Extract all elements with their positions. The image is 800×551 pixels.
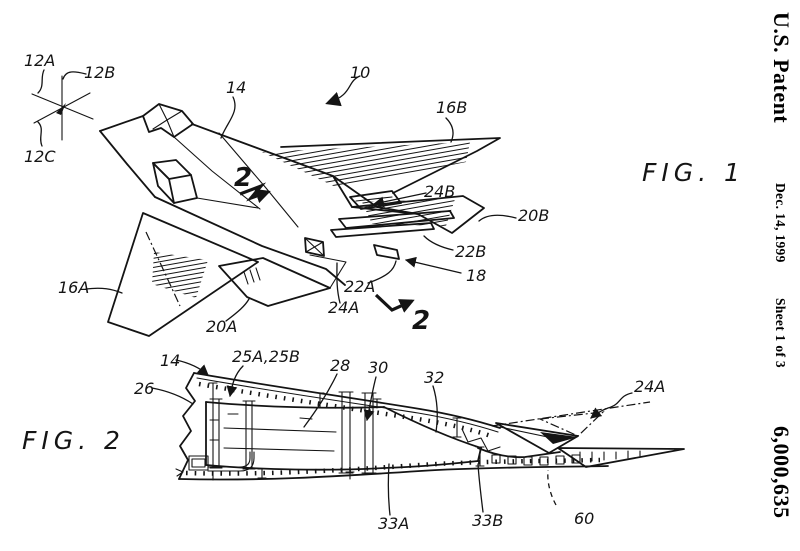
fig1-label-12A: 12A — [24, 51, 55, 70]
lower-skin — [178, 457, 609, 481]
fig1-label-24A: 24A — [328, 298, 359, 317]
fig2-leader-lines — [151, 359, 633, 516]
fig1-label-12B: 12B — [84, 63, 115, 82]
fig2-label-25AB: 25A,25B — [232, 347, 300, 366]
fig1-label-22B: 22B — [455, 242, 486, 261]
left-wing-hatching — [152, 252, 208, 298]
upper-skin — [193, 372, 501, 440]
wing-root-hatching — [262, 142, 470, 188]
tail-hatching — [362, 199, 455, 226]
fig1-label-10: 10 — [350, 63, 370, 82]
fig2-label-60: 60 — [574, 509, 594, 528]
patent-header-publication: U.S. Patent — [769, 12, 794, 124]
fig1-leader-lines — [85, 75, 517, 322]
fig1-label-12C: 12C — [24, 147, 56, 166]
break-line — [178, 372, 196, 480]
fig1-label-20B: 20B — [518, 206, 549, 225]
fig2-label-24A: 24A — [634, 377, 665, 396]
fig1-label-22A: 22A — [344, 277, 375, 296]
left-rear-flap — [218, 257, 331, 307]
fig1-caption: FIG. 1 — [642, 158, 745, 187]
fig1-label-18: 18 — [466, 266, 486, 285]
fig2-label-28: 28 — [330, 356, 350, 375]
bleed-pipe — [175, 451, 255, 477]
fig2-caption: FIG. 2 — [22, 426, 125, 455]
section-arrow-bottom — [374, 293, 415, 313]
fig1-label-16A: 16A — [58, 278, 89, 297]
fig1-label-20A: 20A — [206, 317, 237, 336]
fig1-label-16B: 16B — [436, 98, 467, 117]
fig1-aircraft-drawing: 12A 12B 12C 14 10 16B 24B 20B 22B 18 22A… — [24, 51, 745, 337]
fig2-label-33A: 33A — [378, 514, 409, 533]
fig1-section-marker-bottom: 2 — [412, 306, 430, 336]
engine-mounts — [208, 382, 485, 481]
fig2-label-26: 26 — [134, 379, 154, 398]
axis-indicator-icon — [31, 69, 94, 147]
patent-header-sheet-info: Sheet 1 of 3 — [773, 298, 788, 368]
patent-header-number: 6,000,635 — [769, 426, 794, 519]
fuselage-outline — [99, 103, 378, 286]
fig2-label-30: 30 — [368, 358, 388, 377]
fig1-label-24B: 24B — [424, 182, 455, 201]
fig2-label-33B: 33B — [472, 511, 503, 530]
nozzle-structure — [461, 401, 685, 468]
right-wing — [262, 137, 501, 194]
engine-body — [205, 391, 482, 474]
fig2-label-32: 32 — [424, 368, 444, 387]
left-wing — [107, 212, 259, 337]
fig1-label-14: 14 — [226, 78, 246, 97]
fig1-section-marker-top: 2 — [234, 163, 252, 193]
fig2-label-14: 14 — [160, 351, 180, 370]
tail-surfaces — [304, 175, 485, 289]
section-arrow-top — [239, 182, 271, 204]
patent-header-date: Dec. 14, 1999 — [773, 183, 788, 263]
fig2-engine-section-drawing: 14 25A,25B 28 30 32 24A 26 33A 33B 60 FI… — [22, 347, 685, 533]
